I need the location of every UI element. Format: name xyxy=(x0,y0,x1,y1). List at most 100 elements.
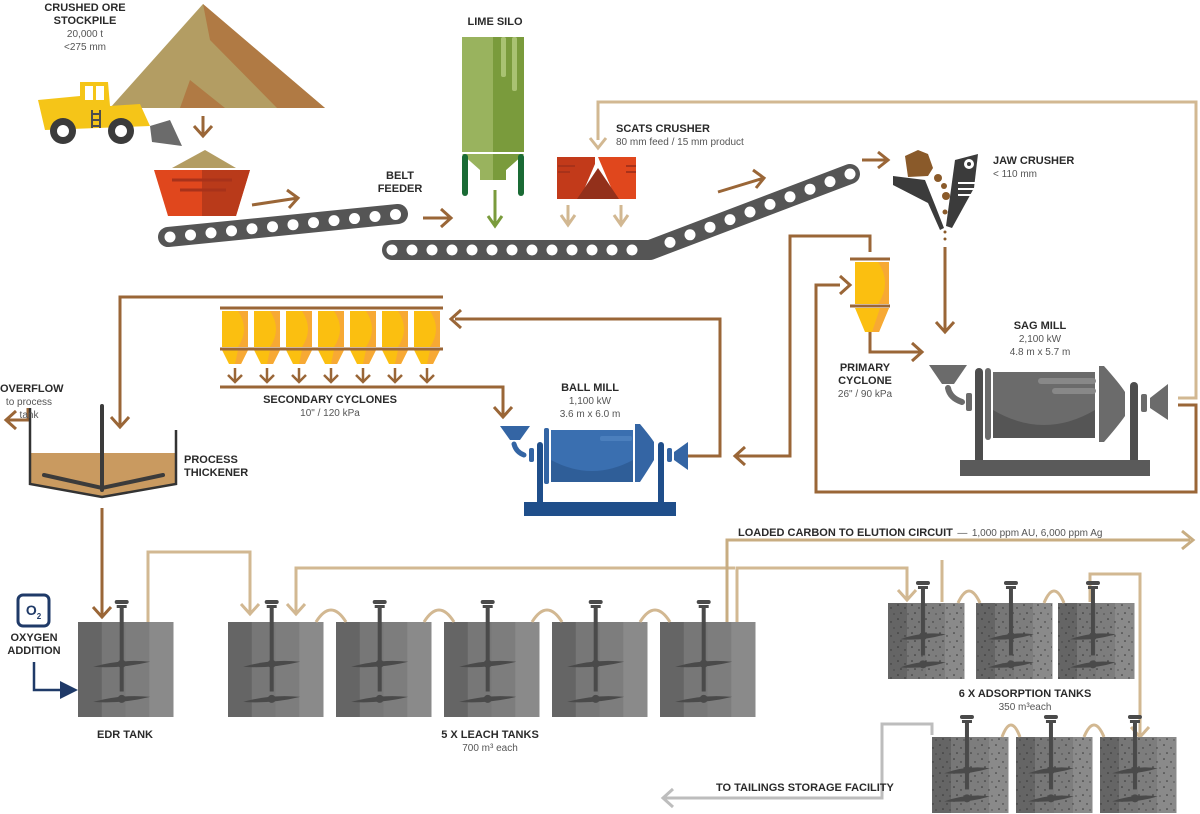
belt-roller xyxy=(626,244,638,256)
loaded-carbon-title: LOADED CARBON TO ELUTION CIRCUIT xyxy=(738,527,953,539)
oxygen-label-1: OXYGEN xyxy=(10,632,58,644)
arrow-left-icon xyxy=(3,409,18,431)
tanks-group xyxy=(78,581,1177,813)
cyclone-icon xyxy=(286,311,312,384)
stockpile-size: <275 mm xyxy=(64,42,106,53)
arrow-down-icon xyxy=(192,116,214,139)
loaded-carbon-line xyxy=(725,538,1190,622)
belt-roller xyxy=(446,244,458,256)
agitator-shaft xyxy=(119,606,124,692)
arrow-down-icon xyxy=(612,205,630,228)
underflow-to-sag-line xyxy=(868,332,920,354)
tailings-line xyxy=(665,722,934,800)
belt-roller xyxy=(486,244,498,256)
jaw-crusher-icon xyxy=(893,150,978,241)
arrow-down-icon xyxy=(486,190,504,229)
oxygen-label: OXYGEN ADDITION xyxy=(0,632,68,658)
loaded-carbon-detail: 1,000 ppm AU, 6,000 ppm Ag xyxy=(971,528,1103,539)
overflow-detail-1: to process xyxy=(5,397,53,408)
belt-roller xyxy=(466,244,478,256)
agitator-motor xyxy=(1043,715,1058,719)
ball-to-cyclones-line xyxy=(455,317,722,458)
arrow-down-icon xyxy=(91,605,113,620)
overflow-launder xyxy=(530,608,564,623)
arrow-down-icon xyxy=(259,368,275,384)
cyclone-icon xyxy=(350,311,376,384)
lime-silo-title: LIME SILO xyxy=(467,16,523,28)
belt-feeder-title-2: FEEDER xyxy=(377,183,423,195)
leach-tank xyxy=(444,600,540,717)
ore-pile-icon xyxy=(110,4,325,108)
arrow-down-icon xyxy=(387,368,403,384)
leach-tank xyxy=(660,600,756,717)
arrow-down-icon xyxy=(355,368,371,384)
conveyor-belt-icon xyxy=(382,164,860,260)
adsorption-tanks-title: 6 X ADSORPTION TANKS xyxy=(958,688,1092,700)
leach-tank xyxy=(228,600,324,717)
belt-roller xyxy=(308,217,319,229)
feed-hopper-icon xyxy=(154,150,250,216)
primary-cyclone-title-1: PRIMARY xyxy=(839,362,891,374)
agitator-motor xyxy=(1085,581,1100,585)
ball-mill-size: 3.6 m x 6.0 m xyxy=(559,409,621,420)
agitator-motor xyxy=(588,600,603,604)
thickener-icon xyxy=(28,404,178,499)
lime-silo-label: LIME SILO xyxy=(455,16,535,29)
jaw-crusher-label: JAW CRUSHER < 110 mm xyxy=(993,155,1113,181)
oxygen-line xyxy=(32,662,62,692)
belt-roller xyxy=(526,244,538,256)
oxygen-symbol: O2 xyxy=(18,601,49,626)
arrowheads xyxy=(3,116,1196,809)
ball-mill-title: BALL MILL xyxy=(561,382,619,394)
edr-tank xyxy=(78,600,174,717)
sag-mill-power: 2,100 kW xyxy=(1018,334,1062,345)
belt-roller xyxy=(824,176,836,188)
sag-mill-title: SAG MILL xyxy=(1013,320,1067,332)
agitator-shaft xyxy=(1132,721,1137,790)
overflow-launder xyxy=(1082,723,1106,738)
overflow-launder xyxy=(956,589,982,604)
secondary-cyclones-detail: 10" / 120 kPa xyxy=(300,408,360,419)
agitator-motor xyxy=(696,600,711,604)
secondary-cyclones-label: SECONDARY CYCLONES 10" / 120 kPa xyxy=(250,394,410,420)
arrow-down-icon xyxy=(559,205,577,228)
scats-return-line xyxy=(596,100,1198,400)
cyclone-to-ball-line xyxy=(735,234,872,458)
overflow-launder xyxy=(422,608,456,623)
cyclones-underflow-line xyxy=(220,385,505,415)
scats-crusher-label: SCATS CRUSHER 80 mm feed / 15 mm product xyxy=(616,123,796,149)
arrow-right-icon xyxy=(251,188,301,210)
sag-discharge-line xyxy=(814,283,1198,494)
overflow-line xyxy=(8,408,30,422)
arrow-down-icon xyxy=(109,415,131,430)
overflow-detail-2: tank xyxy=(19,410,39,421)
stockpile-capacity: 20,000 t xyxy=(66,29,104,40)
overflow-launder xyxy=(314,608,348,623)
thickener-title-2: THICKENER xyxy=(184,467,249,479)
agitator-shaft xyxy=(377,606,382,692)
agitator-shaft xyxy=(485,606,490,692)
arrow-down-icon xyxy=(323,368,339,384)
scats-crusher-detail: 80 mm feed / 15 mm product xyxy=(616,137,744,148)
belt-roller xyxy=(606,244,618,256)
agitator-motor xyxy=(480,600,495,604)
leach-tank xyxy=(552,600,648,717)
overflow-label: OVERFLOW to process tank xyxy=(0,383,64,422)
belt-roller xyxy=(390,208,401,220)
silo-icon xyxy=(462,37,524,196)
leach-tanks-title: 5 X LEACH TANKS xyxy=(441,729,539,741)
agitator-motor xyxy=(915,581,930,585)
arrow-right-icon xyxy=(838,274,853,296)
cyclones-overflow-line xyxy=(118,295,443,425)
oxygen-symbol-o: O xyxy=(25,602,37,618)
adsorption-tank xyxy=(1058,581,1135,679)
flow-lines xyxy=(8,100,1198,800)
agitator-shaft xyxy=(269,606,274,692)
cyclone-icon xyxy=(850,257,890,332)
belt-roller xyxy=(566,244,578,256)
agitator-shaft xyxy=(964,721,969,790)
primary-cyclone-detail: 26" / 90 kPa xyxy=(837,389,893,400)
mill-icon xyxy=(500,424,688,516)
adsorption-tank xyxy=(1016,715,1093,813)
ball-mill-power: 1,100 kW xyxy=(568,396,612,407)
